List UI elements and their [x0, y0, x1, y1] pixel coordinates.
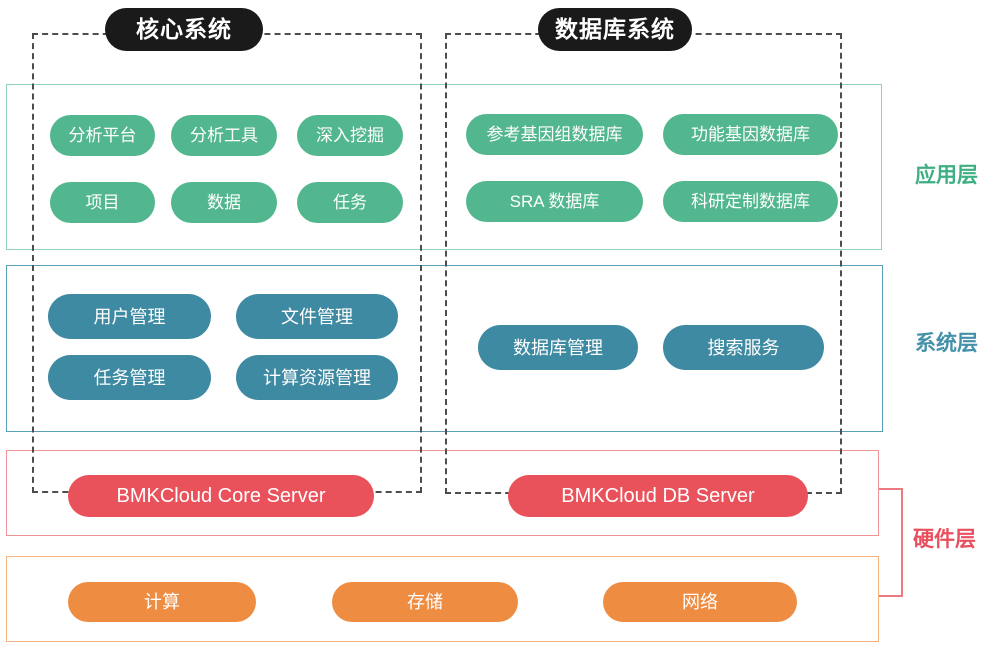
node-projects: 项目 — [50, 182, 155, 223]
hardware-bracket-top — [879, 488, 903, 490]
node-compute-resource-management: 计算资源管理 — [236, 355, 398, 400]
db-system-title: 数据库系统 — [538, 8, 692, 51]
node-data: 数据 — [171, 182, 277, 223]
hardware-layer-box — [6, 556, 879, 642]
node-analysis-platform: 分析平台 — [50, 115, 155, 156]
core-system-dashed-box — [32, 33, 422, 493]
system-layer-label: 系统层 — [915, 332, 978, 355]
application-layer-box — [6, 84, 882, 250]
node-core-server: BMKCloud Core Server — [68, 475, 374, 517]
node-database-management: 数据库管理 — [478, 325, 638, 370]
server-layer-box — [6, 450, 879, 536]
hardware-layer-label: 硬件层 — [913, 528, 976, 551]
node-user-management: 用户管理 — [48, 294, 211, 339]
node-functional-gene-db: 功能基因数据库 — [663, 114, 838, 155]
node-file-management: 文件管理 — [236, 294, 398, 339]
node-custom-research-db: 科研定制数据库 — [663, 181, 838, 222]
db-system-dashed-box — [445, 33, 842, 494]
node-task-management: 任务管理 — [48, 355, 211, 400]
node-db-server: BMKCloud DB Server — [508, 475, 808, 517]
node-network: 网络 — [603, 582, 797, 622]
node-sra-db: SRA 数据库 — [466, 181, 643, 222]
hardware-bracket-bottom — [879, 595, 903, 597]
node-storage: 存储 — [332, 582, 518, 622]
node-deep-mining: 深入挖掘 — [297, 115, 403, 156]
core-system-title: 核心系统 — [105, 8, 263, 51]
node-analysis-tools: 分析工具 — [171, 115, 277, 156]
application-layer-label: 应用层 — [915, 164, 978, 187]
node-ref-genome-db: 参考基因组数据库 — [466, 114, 643, 155]
system-layer-box — [6, 265, 883, 432]
node-compute: 计算 — [68, 582, 256, 622]
hardware-bracket-vertical — [901, 488, 903, 597]
node-tasks: 任务 — [297, 182, 403, 223]
node-search-service: 搜索服务 — [663, 325, 824, 370]
